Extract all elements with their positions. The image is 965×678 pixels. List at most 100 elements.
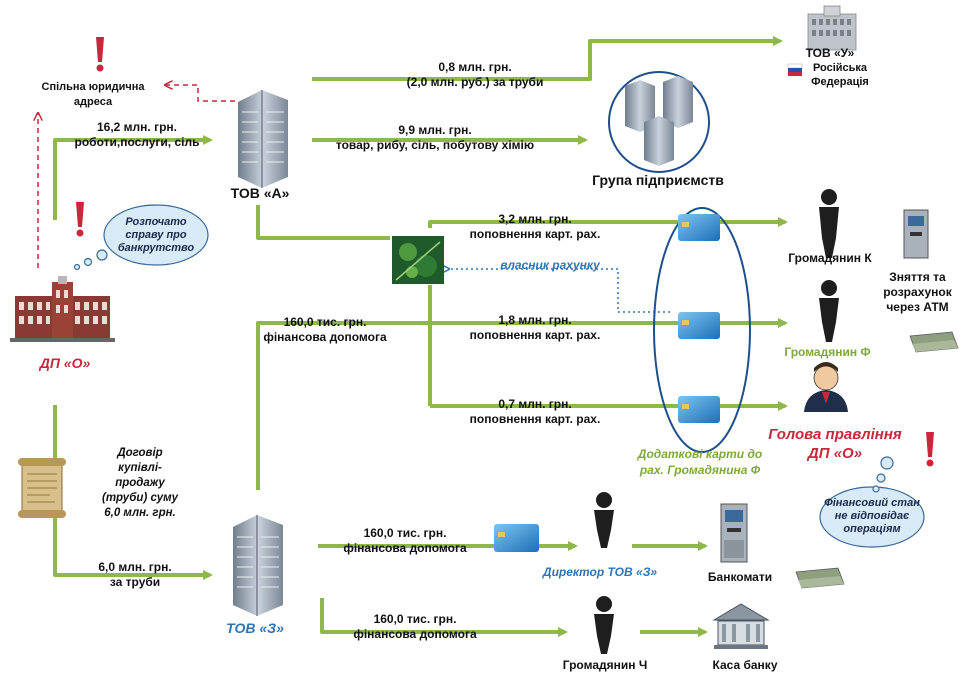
- flow-to-k-purpose: поповнення карт. рах.: [469, 227, 601, 241]
- label-tov-z: ТОВ «З»: [210, 621, 300, 636]
- bank-cash-name: Каса банку: [712, 658, 778, 672]
- money-stack-icon: [909, 331, 959, 353]
- dashed-a-to-address: [166, 85, 235, 102]
- label-flow-z-to-pool: 160,0 тис. грн. фінансова допомога: [250, 315, 400, 345]
- atm-text-line2: розрахунок: [883, 285, 952, 299]
- russia-flag-icon: [787, 63, 803, 76]
- arrow-z-to-ch: [320, 598, 568, 637]
- bankruptcy-line3: банкрутство: [117, 242, 195, 254]
- flow-z-to-director-amount: 160,0 тис. грн.: [363, 526, 447, 540]
- financial-line2: не відповідає: [834, 510, 910, 522]
- flow-o-to-z-purpose: за труби: [109, 575, 161, 589]
- citizen-k-name: Громадянин К: [788, 251, 872, 265]
- atms-name: Банкомати: [707, 570, 773, 584]
- person-icon-citizen-ch: [594, 596, 614, 654]
- atm-text-line1: Зняття та: [889, 270, 946, 284]
- label-citizen-k: Громадянин К: [775, 251, 885, 266]
- exclamation-icon: [926, 432, 934, 467]
- flow-to-k-amount: 3,2 млн. грн.: [498, 212, 572, 226]
- label-owner: власник рахунку: [470, 258, 630, 273]
- label-extra-cards: Додаткові карти до рах. Громадянина Ф: [615, 446, 785, 478]
- label-citizen-f: Громадянин Ф: [770, 345, 885, 360]
- label-citizen-ch: Громадянин Ч: [550, 658, 660, 673]
- contract-line1: Договір: [117, 447, 163, 459]
- money-pool-icon: [392, 236, 444, 284]
- arrow-a-to-u: [312, 36, 783, 81]
- label-tov-u: ТОВ «У»: [790, 46, 870, 61]
- money-stack-icon: [795, 567, 845, 589]
- label-flow-z-to-ch: 160,0 тис. грн. фінансова допомога: [335, 612, 495, 642]
- financial-cloud-text: Фінансовий стан не відповідає операціям: [820, 497, 924, 536]
- contract-line5: 6,0 млн. грн.: [104, 507, 176, 519]
- extra-cards-line1: Додаткові карти до: [637, 447, 763, 461]
- label-flow-o-to-a: 16,2 млн. грн. роботи,послуги, сіль: [72, 120, 202, 150]
- dotted-owner-arrow: [448, 269, 670, 313]
- flow-to-f-amount: 1,8 млн. грн.: [498, 313, 572, 327]
- credit-card-icon: [678, 396, 720, 423]
- flow-a-to-group-purpose: товар, рибу, сіль, побутову хімію: [335, 138, 535, 152]
- label-flow-to-head: 0,7 млн. грн. поповнення карт. рах.: [455, 397, 615, 427]
- arrow-z-to-pool: [256, 321, 430, 490]
- financial-line3: операціям: [843, 523, 901, 535]
- label-flow-o-to-z: 6,0 млн. грн. за труби: [70, 560, 200, 590]
- arrow-to-k: [428, 217, 788, 228]
- dp-o-name: ДП «О»: [39, 355, 91, 371]
- flow-z-to-pool-amount: 160,0 тис. грн.: [283, 315, 367, 329]
- director-name: Директор ТОВ «З»: [542, 565, 658, 579]
- buildings-group-icon: [625, 76, 693, 166]
- bankruptcy-cloud: [73, 204, 209, 271]
- person-icon-head: [804, 362, 848, 412]
- contract-line2: купівлі-: [118, 462, 162, 474]
- contract-line4: (труби) суму: [101, 492, 179, 504]
- label-flow-to-k: 3,2 млн. грн. поповнення карт. рах.: [455, 212, 615, 242]
- building-icon-tov-z: [233, 515, 283, 616]
- label-director: Директор ТОВ «З»: [525, 565, 675, 580]
- extra-cards-line2: рах. Громадянина Ф: [639, 463, 761, 477]
- head-line1: Голова правління: [768, 426, 902, 443]
- financial-line1: Фінансовий стан: [824, 497, 920, 509]
- person-icon-citizen-f: [819, 280, 839, 342]
- label-tov-a: ТОВ «А»: [215, 186, 305, 201]
- label-head: Голова правління ДП «О»: [755, 425, 915, 463]
- label-contract: Договір купівлі- продажу (труби) суму 6,…: [90, 446, 190, 521]
- flow-o-to-z-amount: 6,0 млн. грн.: [98, 560, 172, 574]
- person-icon-director: [594, 492, 614, 548]
- head-line2: ДП «О»: [807, 445, 863, 462]
- tov-u-name: ТОВ «У»: [805, 46, 855, 60]
- financial-cloud: [819, 456, 925, 548]
- building-icon-tov-a: [238, 90, 288, 188]
- label-bank-cash: Каса банку: [700, 658, 790, 673]
- owner-text: власник рахунку: [500, 258, 600, 272]
- label-flow-a-to-group: 9,9 млн. грн. товар, рибу, сіль, побутов…: [320, 123, 550, 153]
- flow-a-to-u-amount: 0,8 млн. грн.: [438, 60, 512, 74]
- arrow-o-to-a: [53, 135, 213, 220]
- flow-o-to-a-purpose: роботи,послуги, сіль: [74, 135, 200, 149]
- bankruptcy-cloud-text: Розпочато справу про банкрутство: [110, 216, 202, 255]
- label-dp-o: ДП «О»: [20, 356, 110, 371]
- exclamation-icon: [96, 37, 104, 72]
- flow-o-to-a-amount: 16,2 млн. грн.: [96, 120, 177, 134]
- cards-ellipse: [653, 207, 751, 453]
- credit-card-icon: [678, 214, 720, 241]
- flow-to-head-amount: 0,7 млн. грн.: [498, 397, 572, 411]
- shared-address-line2: адреса: [73, 96, 113, 108]
- flow-z-to-ch-purpose: фінансова допомога: [353, 627, 477, 641]
- label-group: Група підприємств: [578, 173, 738, 188]
- label-atms: Банкомати: [700, 570, 780, 585]
- contract-scroll-icon: [18, 458, 66, 518]
- citizen-f-name: Громадянин Ф: [784, 345, 871, 359]
- exclamation-icon: [76, 202, 84, 237]
- atm-icon-bottom: [720, 503, 748, 563]
- atm-icon-top: [903, 209, 929, 259]
- shared-address-line1: Спільна юридична: [41, 81, 145, 93]
- group-ellipse: [608, 71, 710, 173]
- tov-a-name: ТОВ «А»: [230, 185, 290, 201]
- flow-a-to-group-amount: 9,9 млн. грн.: [398, 123, 472, 137]
- bankruptcy-line1: Розпочато: [125, 216, 187, 228]
- bank-building-icon: [712, 603, 770, 649]
- building-icon-dp-o: [10, 276, 115, 342]
- label-atm-text: Зняття та розрахунок через АТМ: [870, 270, 965, 315]
- arrow-a-to-pool: [256, 205, 390, 240]
- label-russia: Російська Федерація: [806, 61, 874, 89]
